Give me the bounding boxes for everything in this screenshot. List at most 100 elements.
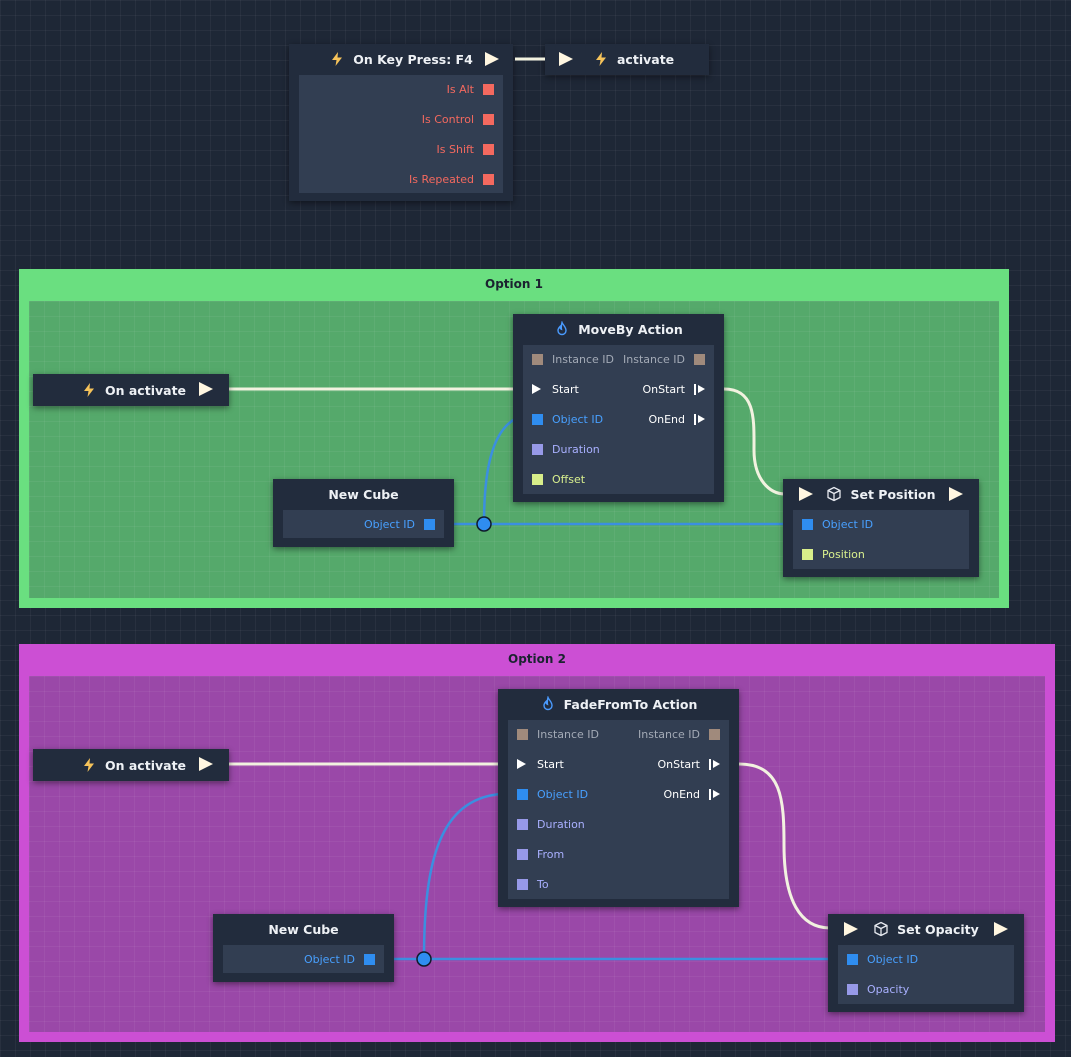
new-cube-node-2[interactable]: New Cube Object ID xyxy=(213,914,394,982)
to-label: To xyxy=(537,878,549,891)
to-row: To xyxy=(508,870,729,900)
new-cube-header[interactable]: New Cube xyxy=(213,914,394,944)
activate-node-header[interactable]: activate xyxy=(545,44,709,74)
play-triangle-icon[interactable] xyxy=(799,487,813,501)
boolean-output-pin[interactable] xyxy=(483,174,494,185)
instance-id-input-pin[interactable] xyxy=(532,354,543,365)
play-triangle-icon[interactable] xyxy=(949,487,963,501)
onstart-label: OnStart xyxy=(642,383,685,396)
object-id-label: Object ID xyxy=(867,953,919,966)
position-label: Position xyxy=(822,548,865,561)
set-position-node[interactable]: Set Position Object ID Position xyxy=(783,479,979,577)
play-triangle-icon[interactable] xyxy=(199,757,213,771)
from-row: From xyxy=(508,840,729,870)
duration-label: Duration xyxy=(552,443,600,456)
new-cube-title: New Cube xyxy=(328,486,399,502)
flame-icon xyxy=(542,696,553,711)
object-id-output-pin[interactable] xyxy=(364,954,375,965)
object-id-output-pin[interactable] xyxy=(424,519,435,530)
step-arrow-icon[interactable] xyxy=(694,384,706,395)
on-activate-header[interactable]: On activate xyxy=(33,374,229,406)
duration-input-pin[interactable] xyxy=(517,819,528,830)
fadefromto-action-node[interactable]: FadeFromTo Action Instance ID Instance I… xyxy=(498,689,739,907)
opacity-input-pin[interactable] xyxy=(847,984,858,995)
object-id-input-pin[interactable] xyxy=(847,954,858,965)
step-arrow-icon[interactable] xyxy=(709,759,721,770)
set-opacity-title: Set Opacity xyxy=(897,921,979,937)
on-activate-node-2[interactable]: On activate xyxy=(33,749,229,781)
start-row: Start OnStart xyxy=(523,375,714,405)
object-id-row: Object ID OnEnd xyxy=(508,780,729,810)
option-2-title: Option 2 xyxy=(508,652,566,666)
object-id-output-label: Object ID xyxy=(303,953,355,966)
new-cube-title: New Cube xyxy=(268,921,339,937)
moveby-action-node[interactable]: MoveBy Action Instance ID Instance ID St… xyxy=(513,314,724,502)
play-triangle-icon[interactable] xyxy=(994,922,1008,936)
object-id-input-pin[interactable] xyxy=(517,789,528,800)
lightning-bolt-icon xyxy=(596,52,606,66)
object-id-input-pin[interactable] xyxy=(802,519,813,530)
on-activate-title: On activate xyxy=(105,757,187,773)
new-cube-node-1[interactable]: New Cube Object ID xyxy=(273,479,454,547)
output-is-control[interactable]: Is Control xyxy=(299,105,503,135)
boolean-output-pin[interactable] xyxy=(483,84,494,95)
step-arrow-icon[interactable] xyxy=(709,789,721,800)
activate-node[interactable]: activate xyxy=(545,44,709,75)
object-id-output-row: Object ID xyxy=(283,510,444,538)
duration-input-pin[interactable] xyxy=(532,444,543,455)
play-triangle-icon[interactable] xyxy=(844,922,858,936)
set-opacity-header[interactable]: Set Opacity xyxy=(828,914,1024,944)
object-id-label: Object ID xyxy=(552,413,604,426)
boolean-output-pin[interactable] xyxy=(483,144,494,155)
key-press-node-title: On Key Press: F4 xyxy=(353,51,473,67)
instance-id-input-pin[interactable] xyxy=(517,729,528,740)
play-triangle-icon[interactable] xyxy=(485,52,499,66)
output-label: Is Control xyxy=(421,113,474,126)
moveby-action-header[interactable]: MoveBy Action xyxy=(513,314,724,344)
key-press-node-header[interactable]: On Key Press: F4 xyxy=(289,44,513,74)
lightning-bolt-icon xyxy=(84,383,94,397)
output-is-alt[interactable]: Is Alt xyxy=(299,75,503,105)
position-input-pin[interactable] xyxy=(802,549,813,560)
instance-id-output-label: Instance ID xyxy=(638,728,700,741)
offset-input-pin[interactable] xyxy=(532,474,543,485)
flame-icon xyxy=(557,321,567,336)
play-triangle-icon[interactable] xyxy=(199,382,213,396)
on-activate-header[interactable]: On activate xyxy=(33,749,229,781)
output-is-repeated[interactable]: Is Repeated xyxy=(299,165,503,195)
output-label: Is Shift xyxy=(436,143,474,156)
step-arrow-icon[interactable] xyxy=(694,414,706,425)
start-exec-pin[interactable] xyxy=(532,384,541,394)
fadefromto-action-header[interactable]: FadeFromTo Action xyxy=(498,689,739,719)
set-position-header[interactable]: Set Position xyxy=(783,479,979,509)
onend-label: OnEnd xyxy=(648,413,685,426)
opacity-label: Opacity xyxy=(867,983,910,996)
output-is-shift[interactable]: Is Shift xyxy=(299,135,503,165)
from-input-pin[interactable] xyxy=(517,849,528,860)
object-id-row: Object ID OnEnd xyxy=(523,405,714,435)
output-label: Is Repeated xyxy=(409,173,474,186)
object-id-input-pin[interactable] xyxy=(532,414,543,425)
position-row: Position xyxy=(793,540,969,570)
set-opacity-node[interactable]: Set Opacity Object ID Opacity xyxy=(828,914,1024,1012)
output-label: Is Alt xyxy=(446,83,474,96)
on-activate-node-1[interactable]: On activate xyxy=(33,374,229,406)
instance-id-output-pin[interactable] xyxy=(694,354,705,365)
boolean-output-pin[interactable] xyxy=(483,114,494,125)
instance-id-input-label: Instance ID xyxy=(552,353,614,366)
object-id-row: Object ID xyxy=(793,510,969,540)
key-press-node[interactable]: On Key Press: F4 Is Alt Is Control Is Sh… xyxy=(289,44,513,201)
duration-row: Duration xyxy=(523,435,714,465)
instance-id-output-pin[interactable] xyxy=(709,729,720,740)
start-exec-pin[interactable] xyxy=(517,759,526,769)
on-activate-title: On activate xyxy=(105,382,187,398)
new-cube-body: Object ID xyxy=(283,510,444,538)
key-press-node-body: Is Alt Is Control Is Shift Is Repeated xyxy=(299,75,503,193)
new-cube-header[interactable]: New Cube xyxy=(273,479,454,509)
start-row: Start OnStart xyxy=(508,750,729,780)
fadefromto-action-title: FadeFromTo Action xyxy=(563,696,698,712)
play-triangle-icon[interactable] xyxy=(559,52,573,66)
to-input-pin[interactable] xyxy=(517,879,528,890)
new-cube-body: Object ID xyxy=(223,945,384,973)
instance-id-output-label: Instance ID xyxy=(623,353,685,366)
